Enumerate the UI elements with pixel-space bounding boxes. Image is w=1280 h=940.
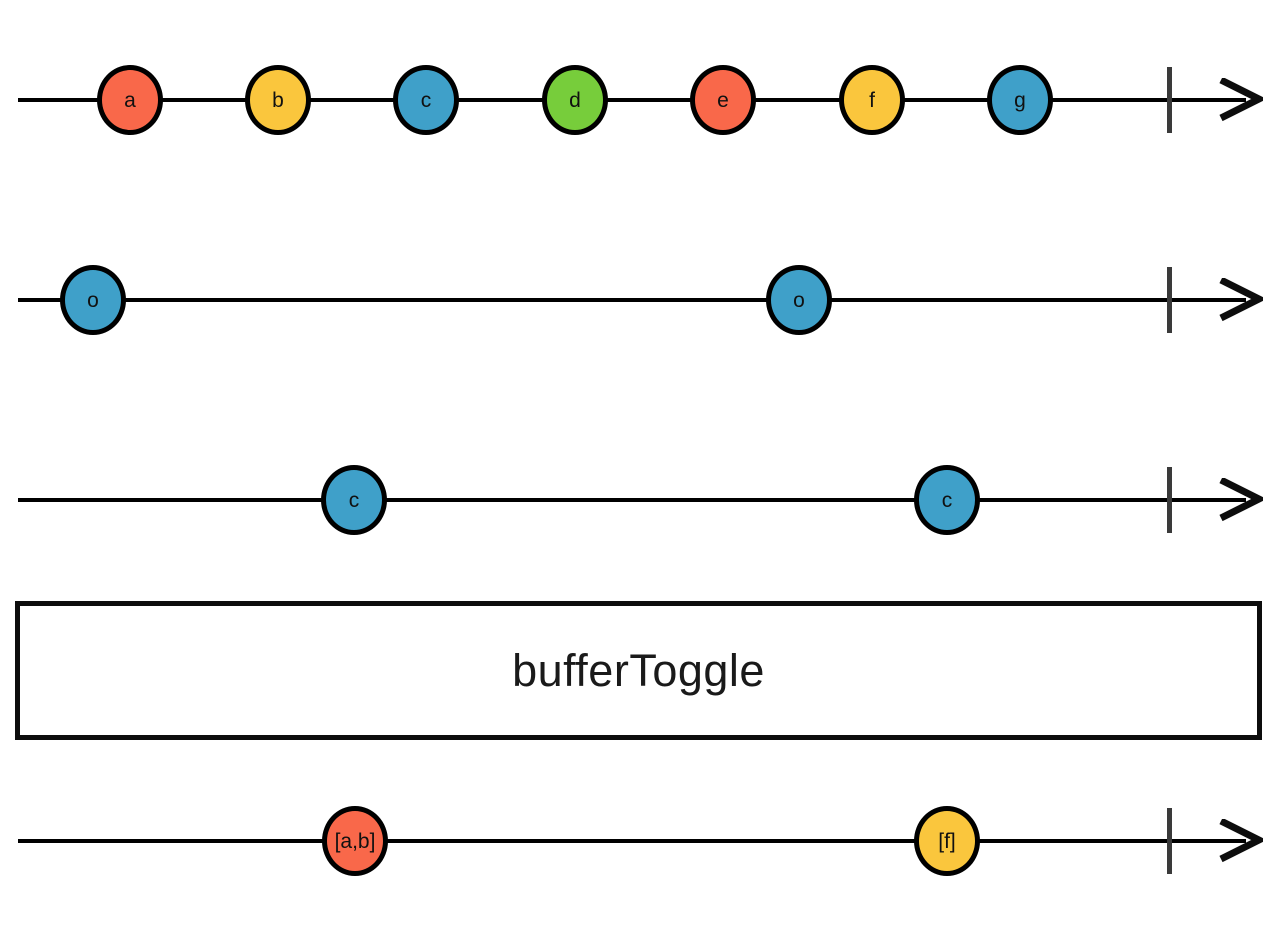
arrowhead-icon xyxy=(1219,278,1263,322)
marble-c: c xyxy=(393,65,459,135)
marble-c: c xyxy=(321,465,387,535)
marble-f: [f] xyxy=(914,806,980,876)
marble-o: o xyxy=(766,265,832,335)
timeline-axis xyxy=(18,298,1246,302)
marble-f: f xyxy=(839,65,905,135)
marble-c: c xyxy=(914,465,980,535)
operator-box: bufferToggle xyxy=(15,601,1262,740)
arrowhead-icon xyxy=(1219,78,1263,122)
marble-b: b xyxy=(245,65,311,135)
timeline-axis xyxy=(18,498,1246,502)
marble-ab: [a,b] xyxy=(322,806,388,876)
operator-label: bufferToggle xyxy=(512,644,765,696)
timeline-axis xyxy=(18,839,1246,843)
timeline-source: a b c d e f g xyxy=(0,50,1280,150)
completion-bar xyxy=(1167,67,1172,133)
completion-bar xyxy=(1167,267,1172,333)
completion-bar xyxy=(1167,467,1172,533)
marble-d: d xyxy=(542,65,608,135)
marble-e: e xyxy=(690,65,756,135)
arrowhead-icon xyxy=(1219,478,1263,522)
timeline-output: [a,b] [f] xyxy=(0,791,1280,891)
arrowhead-icon xyxy=(1219,819,1263,863)
marble-g: g xyxy=(987,65,1053,135)
timeline-axis xyxy=(18,98,1246,102)
marble-o: o xyxy=(60,265,126,335)
completion-bar xyxy=(1167,808,1172,874)
marble-a: a xyxy=(97,65,163,135)
